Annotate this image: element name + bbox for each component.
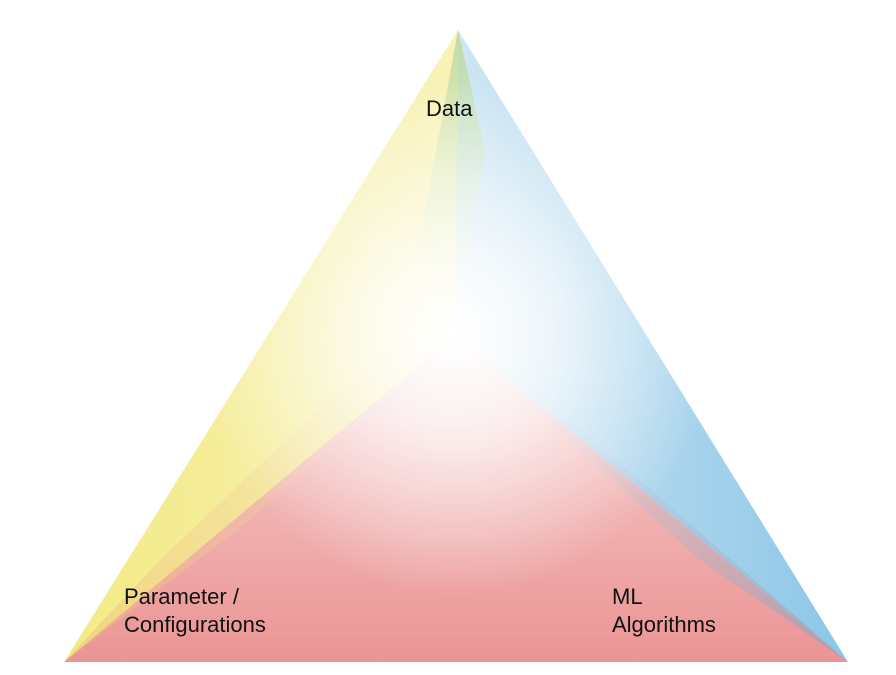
vertex-label-left-line-2: Configurations	[124, 612, 266, 637]
vertex-label-parameter-configurations: Parameter / Configurations	[124, 583, 266, 639]
vertex-label-left-line-1: Parameter /	[124, 584, 239, 609]
vertex-label-ml-algorithms: ML Algorithms	[612, 583, 716, 639]
vertex-label-data: Data	[426, 95, 472, 123]
vertex-label-right-line-2: Algorithms	[612, 612, 716, 637]
vertex-label-data-text: Data	[426, 96, 473, 121]
center-glow	[64, 30, 848, 662]
vertex-label-right-line-1: ML	[612, 584, 643, 609]
